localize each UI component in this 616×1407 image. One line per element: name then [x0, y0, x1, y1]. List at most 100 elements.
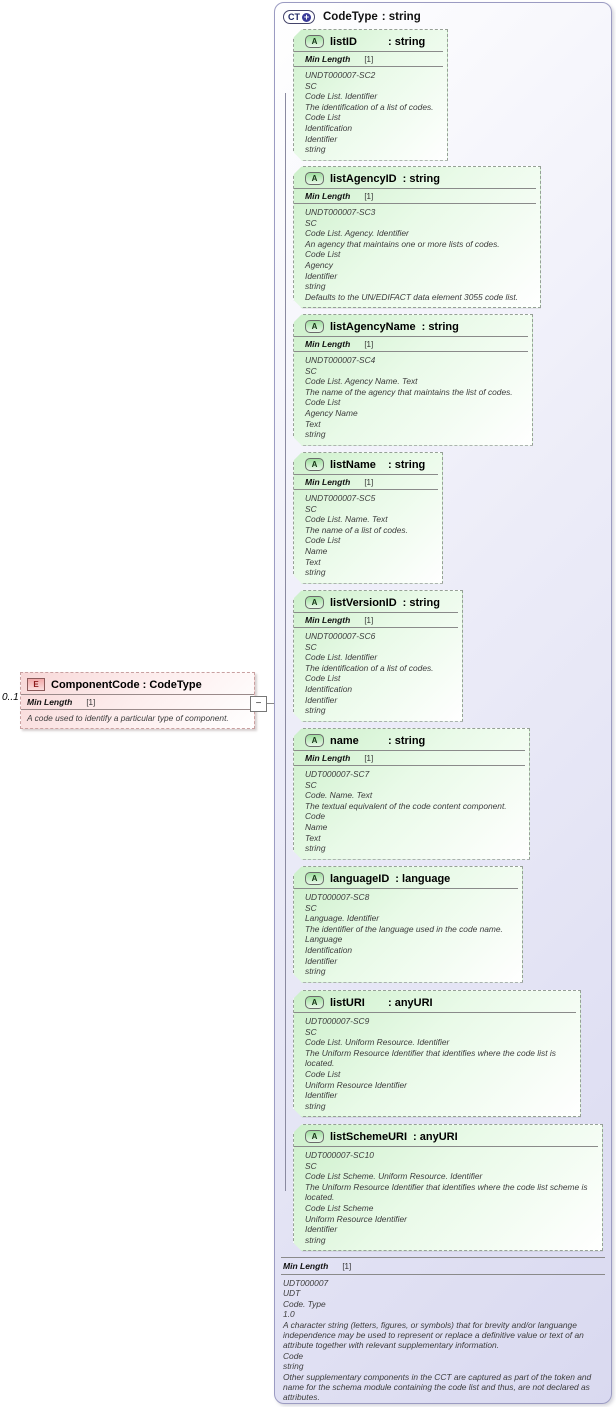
attribute-name: listURI [330, 996, 365, 1009]
annotation-row: SC [305, 80, 317, 91]
annotation-row: SC [305, 641, 317, 652]
facet-row: Min Length [1] [294, 475, 438, 490]
annotation-row: SC [305, 1026, 317, 1037]
collapse-handle-icon[interactable]: − [250, 696, 267, 712]
attribute-box-listagencyname[interactable]: A listAgencyName : string Min Length [1]… [293, 314, 533, 446]
attribute-type: : string [402, 596, 440, 609]
cardinality-label: 0..1 [2, 692, 19, 703]
annotation-row: Language [305, 934, 343, 945]
annotation-row: Identification [305, 683, 353, 694]
annotation-row: A character string (letters, figures, or… [283, 1319, 584, 1351]
annotation-row: Code List [305, 535, 341, 546]
annotation-row: Code List [305, 397, 341, 408]
annotation-row: Code List Scheme. Uniform Resource. Iden… [305, 1171, 483, 1182]
complextype-codetype[interactable]: CT+ CodeType: string A listID : string M… [274, 2, 612, 1404]
annotation-row: SC [305, 1160, 317, 1171]
facet-row: Min Length [1] [294, 751, 525, 766]
annotation-row: Other supplementary components in the CC… [283, 1371, 592, 1403]
attribute-icon: A [305, 596, 324, 609]
element-icon: E [27, 678, 45, 691]
attribute-type: : string [388, 458, 426, 471]
facet-value: [1] [364, 192, 374, 201]
annotation-row: Identification [305, 122, 353, 133]
annotation-row: UDT [283, 1288, 301, 1299]
annotation-row: Uniform Resource Identifier [305, 1213, 407, 1224]
annotation-row: The identification of a list of codes. [305, 662, 434, 673]
attribute-box-listagencyid[interactable]: A listAgencyID : string Min Length [1] U… [293, 166, 541, 308]
attribute-name: listAgencyName [330, 320, 416, 333]
attribute-box-listid[interactable]: A listID : string Min Length [1] UNDT000… [293, 29, 448, 161]
attribute-icon: A [305, 872, 324, 885]
annotation-row: Identifier [305, 694, 338, 705]
annotation-row: Identification [305, 944, 353, 955]
element-type: : CodeType [142, 678, 202, 691]
complextype-type: : string [381, 11, 421, 23]
annotation-row: Uniform Resource Identifier [305, 1079, 407, 1090]
attribute-type: : language [395, 872, 451, 885]
attribute-header: A name : string [294, 729, 525, 751]
annotation-row: UDT000007-SC9 [305, 1016, 370, 1026]
attribute-type: : string [388, 35, 426, 48]
facet-row: Min Length [1] [294, 613, 458, 628]
element-header: E ComponentCode : CodeType [21, 673, 254, 695]
annotation-row: Code List Scheme [305, 1202, 374, 1213]
facet-value: [1] [364, 55, 374, 64]
annotation-row: string [305, 429, 326, 440]
annotation-row: Code List. Uniform Resource. Identifier [305, 1037, 450, 1048]
facet-value: [1] [364, 478, 374, 487]
annotation-row: Code List [305, 673, 341, 684]
attribute-box-listname[interactable]: A listName : string Min Length [1] UNDT0… [293, 452, 443, 584]
annotation-row: Identifier [305, 1090, 338, 1101]
facet-label: Min Length [27, 697, 73, 707]
facet-value: [1] [364, 340, 374, 349]
annotation-row: UDT000007-SC7 [305, 769, 370, 779]
annotation-row: UDT000007-SC8 [305, 892, 370, 902]
annotation-row: Code List [305, 1068, 341, 1079]
attribute-box-name[interactable]: A name : string Min Length [1] UDT000007… [293, 728, 530, 860]
annotation-row: string [305, 1100, 326, 1111]
facet-value: [1] [364, 616, 374, 625]
facet-label: Min Length [305, 615, 351, 625]
attribute-header: A listAgencyID : string [294, 167, 536, 189]
attribute-name: languageID [330, 872, 390, 885]
attribute-icon: A [305, 172, 324, 185]
attribute-icon: A [305, 996, 324, 1009]
annotation-row: Text [305, 556, 321, 567]
annotation-row: SC [305, 779, 317, 790]
facet-label: Min Length [305, 191, 351, 201]
annotation-row: Identifier [305, 955, 338, 966]
attribute-header: A listVersionID : string [294, 591, 458, 613]
facet-row: Min Length [1] [281, 1257, 605, 1275]
facet-value: [1] [342, 1262, 352, 1271]
facet-label: Min Length [305, 54, 351, 64]
facet-label: Min Length [283, 1261, 329, 1271]
attribute-type: : anyURI [388, 996, 433, 1009]
annotation-row: SC [305, 365, 317, 376]
attribute-type: : string [388, 734, 426, 747]
annotation-row: Code List [305, 249, 341, 260]
annotation-row: Code List. Name. Text [305, 514, 388, 525]
element-componentcode[interactable]: E ComponentCode : CodeType Min Length [1… [20, 672, 255, 729]
annotation-row: Code. Name. Text [305, 790, 373, 801]
annotation-row: Code List [305, 112, 341, 123]
annotation-row: string [305, 966, 326, 977]
element-facet-row: Min Length [1] [21, 695, 254, 710]
complextype-icon-label: CT [288, 12, 300, 22]
annotation-row: Code List. Identifier [305, 652, 378, 663]
attribute-icon: A [305, 35, 324, 48]
annotation-row: string [305, 567, 326, 578]
attribute-box-listversionid[interactable]: A listVersionID : string Min Length [1] … [293, 590, 463, 722]
